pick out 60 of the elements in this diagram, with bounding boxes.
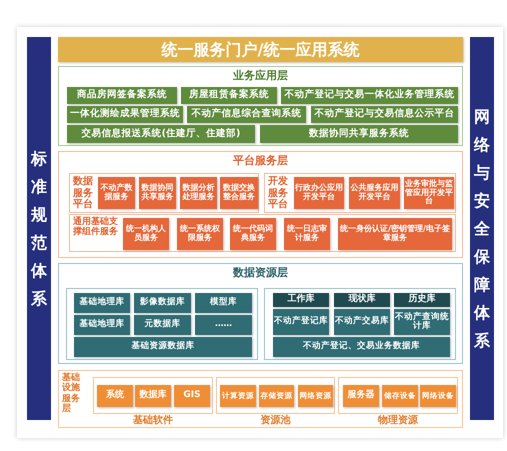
system-tile: 不动产数据服务 — [98, 177, 135, 209]
system-tile: 数据分析处理服务 — [180, 177, 217, 209]
system-tile: 公共服务应用开发平台 — [349, 177, 400, 209]
system-tile: 不动产交易库 — [334, 309, 390, 335]
database-group-box — [264, 288, 456, 360]
system-tile: 不动产登记与交易一体化业务管理系统 — [281, 87, 458, 104]
system-tile: 不动产登记与交易信息公示平台 — [311, 106, 458, 123]
group-box — [69, 173, 259, 213]
system-tile: 服务器 — [343, 385, 379, 407]
layer-panel — [58, 66, 463, 146]
system-tile: GIS — [174, 385, 210, 407]
system-tile: 基础资源数据库 — [74, 337, 252, 357]
system-tile: 房屋租赁备案系统 — [181, 87, 277, 104]
system-tile: …… — [195, 315, 252, 335]
layer-panel — [58, 263, 463, 364]
system-tile: 商品房网签备案系统 — [67, 87, 177, 104]
system-tile: 统一日志审计服务 — [284, 218, 330, 250]
system-tile: 系统 — [97, 385, 133, 407]
layer-panel — [58, 370, 463, 428]
system-tile: 统一系统权限服务 — [177, 218, 223, 250]
header-banner: 统一服务门户/统一应用系统 — [58, 37, 463, 62]
system-tile: 一体化测绘成果管理系统 — [67, 106, 183, 123]
layer-panel — [58, 151, 463, 258]
side-bar: 网络与安全保障体系 — [470, 37, 494, 420]
layer-title: 业务应用层 — [232, 70, 289, 83]
layer-title: 通用基础支撑组件服务 — [73, 217, 119, 238]
layer-title: 物理资源 — [376, 415, 419, 426]
side-bar: 标准规范体系 — [27, 37, 51, 420]
system-tile: 统一身份认证/密钥管理/电子签章服务 — [338, 218, 452, 250]
system-tile: 统一代码词典服务 — [230, 218, 276, 250]
system-tile: 数据协同共享服务系统 — [260, 125, 458, 143]
layer-title: 开发服务平台 — [268, 176, 289, 210]
system-tile: 模型库 — [195, 293, 252, 313]
layer-title: 数据服务平台 — [73, 176, 94, 210]
system-tile: 影像数据库 — [134, 293, 191, 313]
system-tile: 历史库 — [394, 293, 450, 307]
layer-title: 基础软件 — [132, 415, 174, 426]
system-tile: 业务审批与监管应用开发平台 — [404, 177, 454, 209]
system-tile: 基础地理库 — [74, 293, 130, 313]
database-group-box — [66, 288, 258, 360]
system-tile: 现状库 — [334, 293, 390, 307]
system-tile: 基础地理库 — [74, 315, 130, 335]
system-tile: 不动产登记库 — [273, 309, 329, 335]
system-tile: 不动产信息综合查询系统 — [187, 106, 306, 123]
system-tile: 统一机构人员服务 — [123, 218, 169, 250]
layer-title: 平台服务层 — [232, 155, 289, 168]
group-box — [69, 214, 456, 252]
layer-title: 数据资源层 — [232, 267, 289, 280]
system-tile: 数据库 — [135, 385, 171, 407]
system-tile: 行政办公应用开发平台 — [294, 177, 344, 209]
group-box — [264, 173, 456, 213]
layer-title: 基础设施服务层 — [62, 373, 81, 414]
system-tile: 数据协同共享服务 — [139, 177, 176, 209]
system-tile: 不动产查询统计库 — [394, 309, 450, 335]
system-tile: 工作库 — [273, 293, 329, 307]
system-tile: 不动产登记、交易业务数据库 — [273, 337, 450, 357]
system-tile: 数据交换整合服务 — [220, 177, 258, 209]
layer-title: 资源池 — [260, 415, 292, 426]
system-tile: 元数据库 — [134, 315, 191, 335]
system-tile: 交易信息报送系统(住建厅、住建部) — [67, 125, 255, 143]
